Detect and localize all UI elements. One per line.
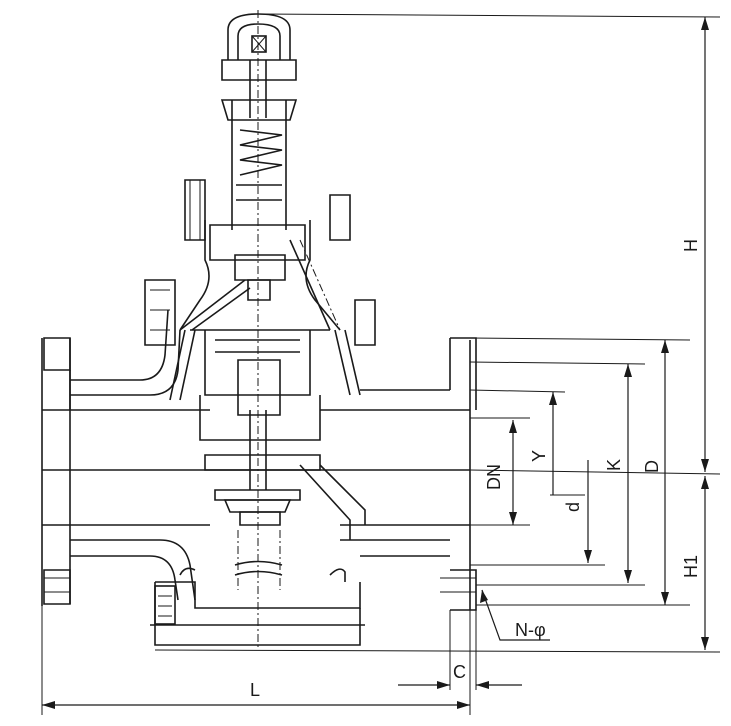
extension-lines: [41, 13, 721, 715]
label-dn: DN: [484, 464, 504, 490]
label-d-outer: D: [642, 460, 662, 473]
label-h: H: [681, 239, 701, 252]
label-y: Y: [529, 450, 549, 462]
label-k: K: [604, 459, 624, 471]
label-l: L: [250, 680, 260, 700]
dimension-lines: [42, 17, 709, 709]
bonnet-assembly: [144, 13, 376, 401]
label-c: C: [453, 662, 466, 682]
label-h1: H1: [681, 555, 701, 578]
label-d-inner: d: [563, 502, 583, 512]
valve-body: [41, 309, 477, 646]
label-n-phi: N-φ: [515, 620, 546, 640]
